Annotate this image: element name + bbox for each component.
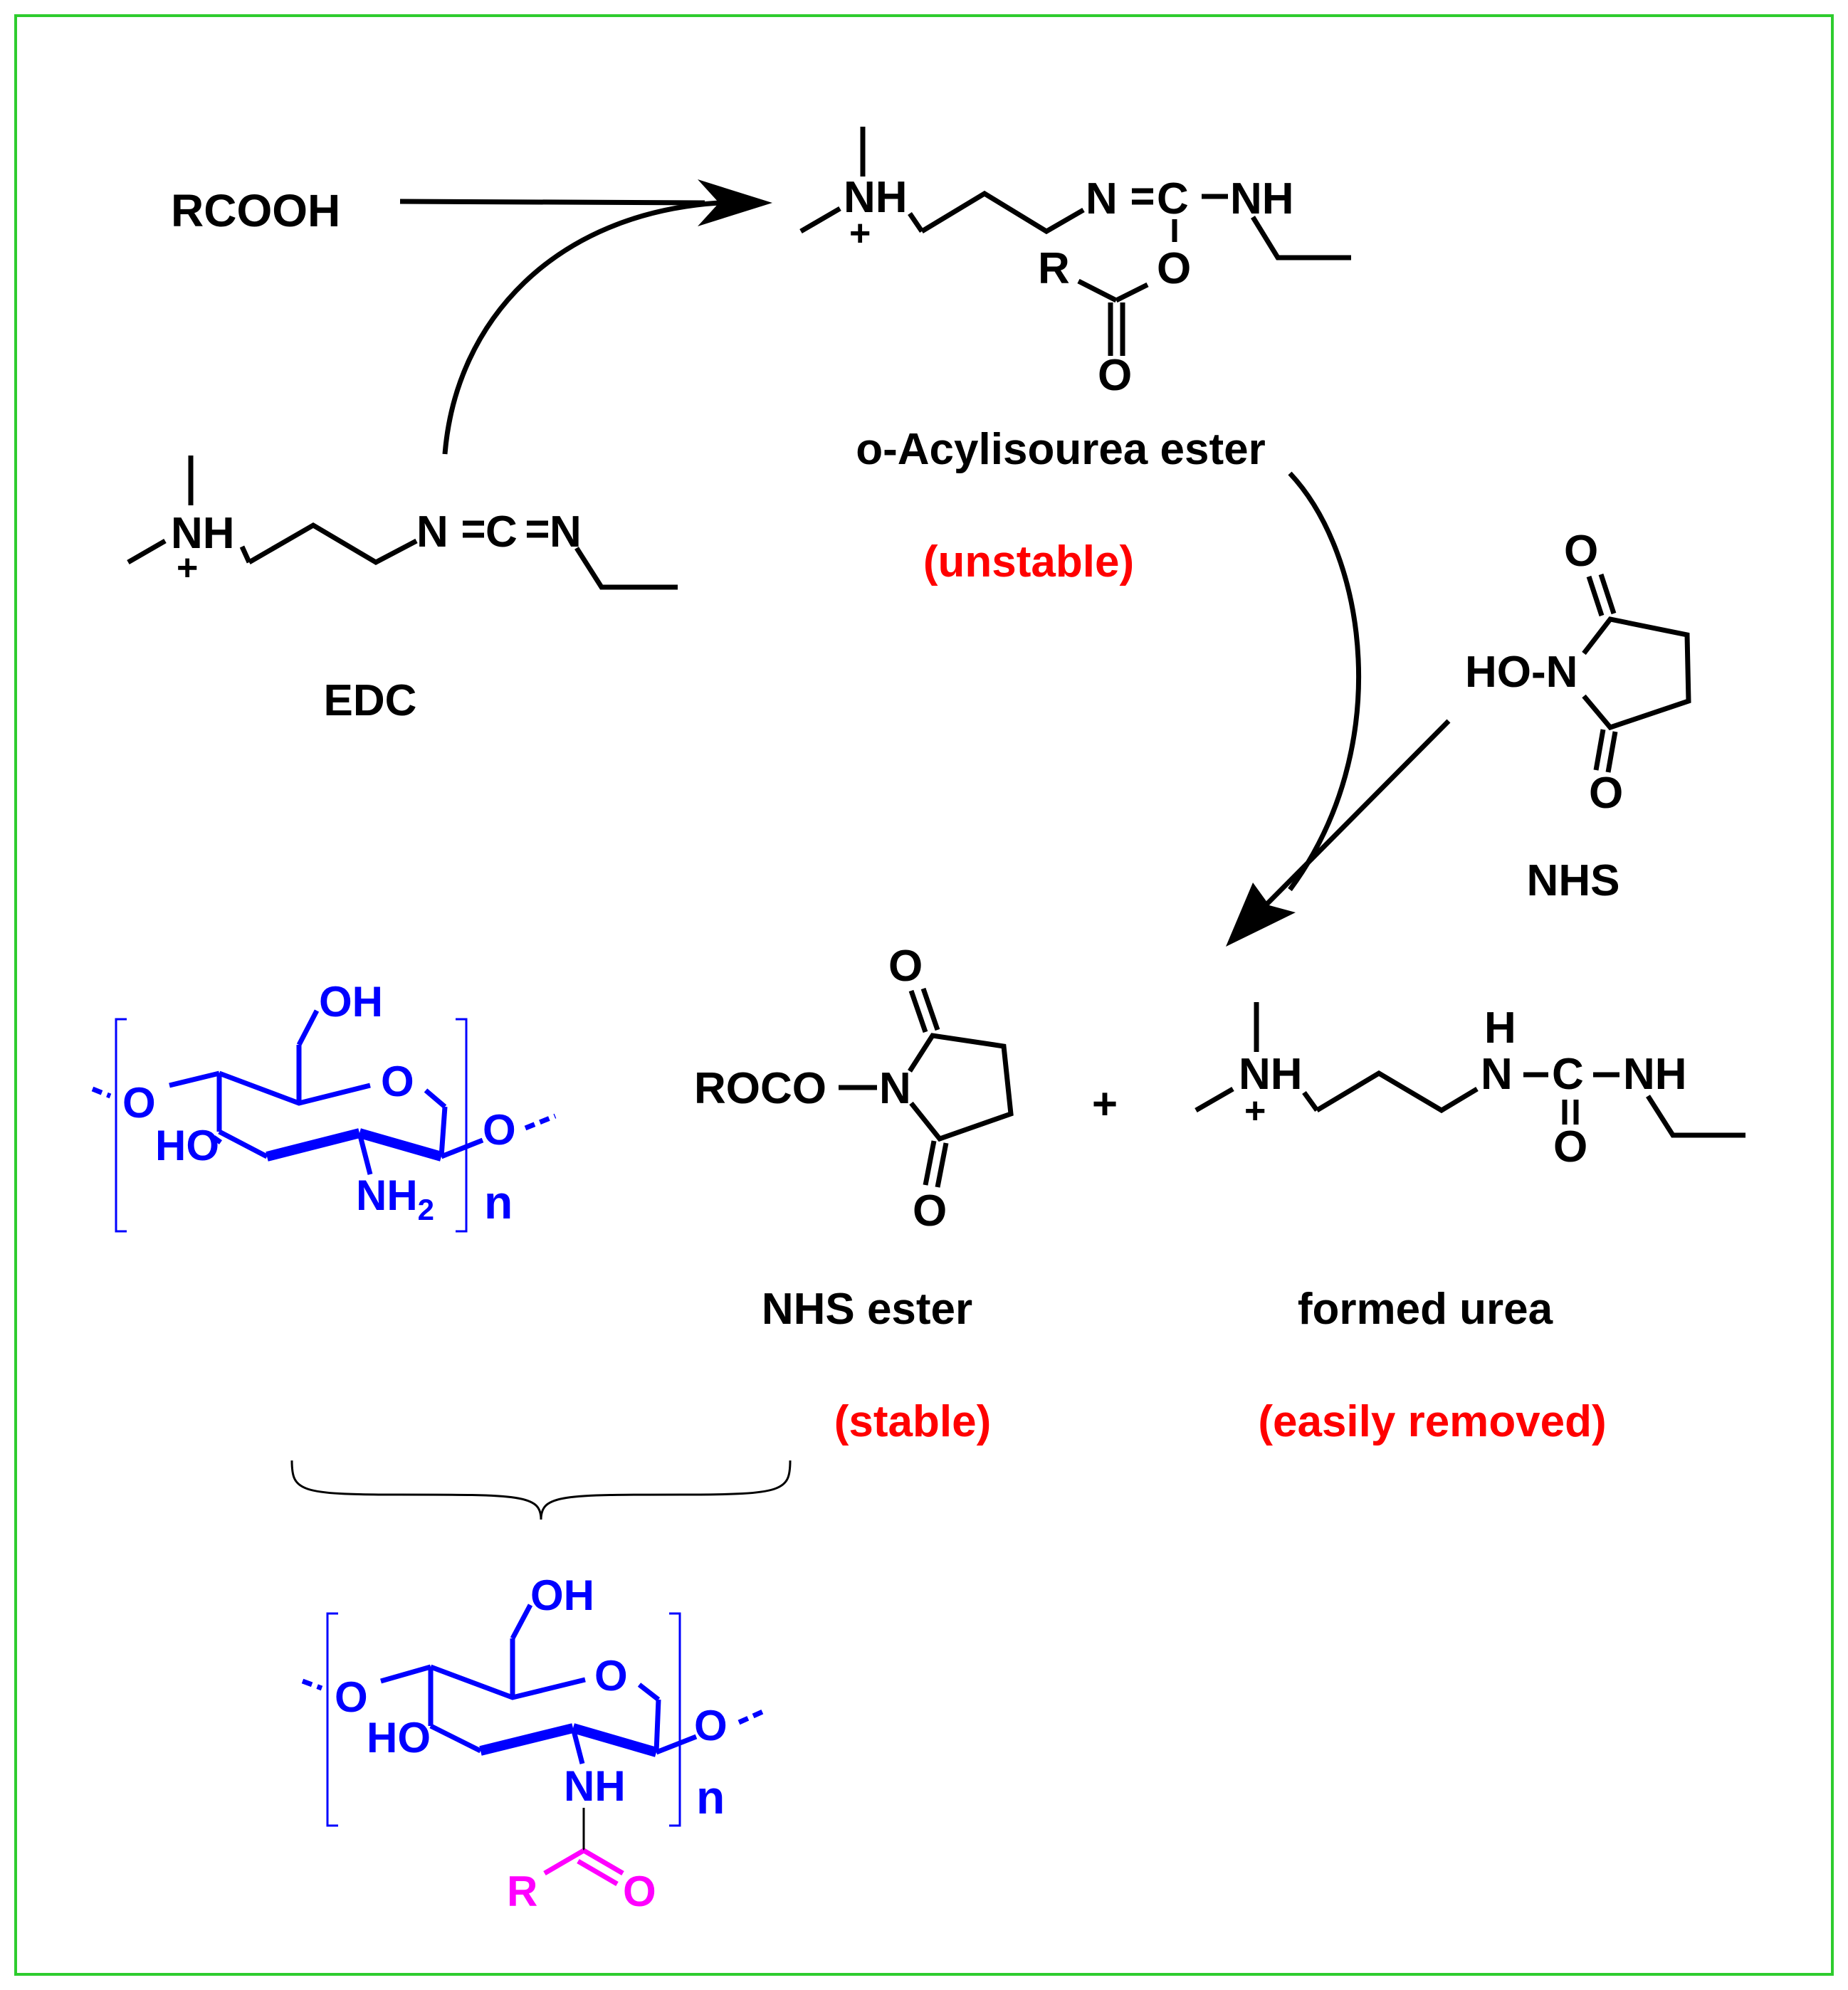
chitosan-oh: OH — [319, 978, 383, 1026]
product-nh: NH — [564, 1762, 626, 1810]
acyl-r: R — [1038, 244, 1070, 293]
edc-label: EDC — [324, 676, 417, 725]
curved-arrow-to-products — [1226, 471, 1361, 947]
rcooh-label: RCOOH — [171, 185, 340, 236]
edc-c: C — [485, 507, 518, 557]
product-acyl-group — [543, 1848, 624, 1887]
chitosan-n: n — [484, 1176, 513, 1228]
urea-c: C — [1552, 1050, 1584, 1099]
edc-nh: NH — [171, 509, 235, 558]
acylisourea-label: o-Acylisourea ester — [856, 425, 1265, 474]
urea-nh: NH — [1239, 1050, 1303, 1099]
urea-o: O — [1553, 1122, 1587, 1172]
edc-plus: + — [177, 547, 198, 589]
urea-structure — [1195, 1002, 1745, 1138]
product-o-carbonyl: O — [623, 1868, 656, 1915]
acylisourea-note: (unstable) — [923, 537, 1134, 586]
chitosan-structure — [91, 1009, 557, 1233]
acyl-nh: NH — [844, 173, 908, 222]
arrow-nhs-joining — [1258, 719, 1451, 913]
edc-n1: N — [416, 507, 448, 557]
nhs-ester-o-top: O — [888, 942, 923, 991]
product-r: R — [507, 1868, 537, 1915]
nhs-ester-structure — [839, 987, 1014, 1188]
nhs-ester-label: NHS ester — [762, 1285, 972, 1334]
nhs-ho-n: HO-N — [1465, 648, 1577, 697]
brace — [290, 1460, 792, 1520]
product-ho: HO — [367, 1714, 431, 1762]
chitosan-nh2: NH2 — [356, 1172, 434, 1226]
plus-sign: + — [1092, 1080, 1118, 1129]
edc-structure — [127, 456, 678, 590]
product-structure — [301, 1604, 769, 1851]
product-oh: OH — [530, 1572, 594, 1619]
product-o-left: O — [335, 1673, 368, 1721]
edc-n2: N — [550, 507, 582, 557]
acyl-c: C — [1157, 174, 1189, 223]
arrow-rcooh-to-ester — [399, 179, 772, 226]
acyl-o-carbonyl: O — [1098, 351, 1132, 400]
urea-plus: + — [1244, 1090, 1266, 1132]
nhs-o-bottom: O — [1589, 769, 1623, 818]
product-o-right: O — [694, 1702, 728, 1749]
urea-note: (easily removed) — [1258, 1397, 1606, 1446]
nhs-ester-o-bottom: O — [913, 1186, 947, 1236]
product-o-ring: O — [594, 1652, 628, 1700]
chitosan-o-left: O — [122, 1079, 156, 1127]
green-frame — [14, 14, 1834, 1976]
urea-n: N — [1481, 1050, 1513, 1099]
urea-h: H — [1484, 1004, 1516, 1053]
chitosan-o-ring: O — [381, 1058, 414, 1105]
nhs-label: NHS — [1527, 856, 1620, 905]
acyl-plus: + — [849, 213, 871, 254]
nhs-structure — [1582, 573, 1691, 773]
chitosan-o-right: O — [483, 1106, 516, 1154]
urea-label: formed urea — [1298, 1285, 1553, 1334]
product-n: n — [696, 1771, 725, 1823]
acyl-o-ring: O — [1157, 244, 1191, 293]
chitosan-ho: HO — [155, 1122, 219, 1169]
acyl-nh2: NH — [1230, 174, 1294, 223]
curved-arrow-edc-to-ester — [442, 200, 720, 455]
nhs-o-top: O — [1564, 527, 1598, 576]
nhs-ester-n: N — [879, 1064, 911, 1113]
urea-nh2: NH — [1623, 1050, 1687, 1099]
nhs-ester-note: (stable) — [834, 1397, 991, 1446]
nhs-ester-roco: ROCO — [694, 1064, 826, 1113]
acylisourea-structure — [799, 127, 1351, 356]
acyl-n: N — [1086, 174, 1118, 223]
